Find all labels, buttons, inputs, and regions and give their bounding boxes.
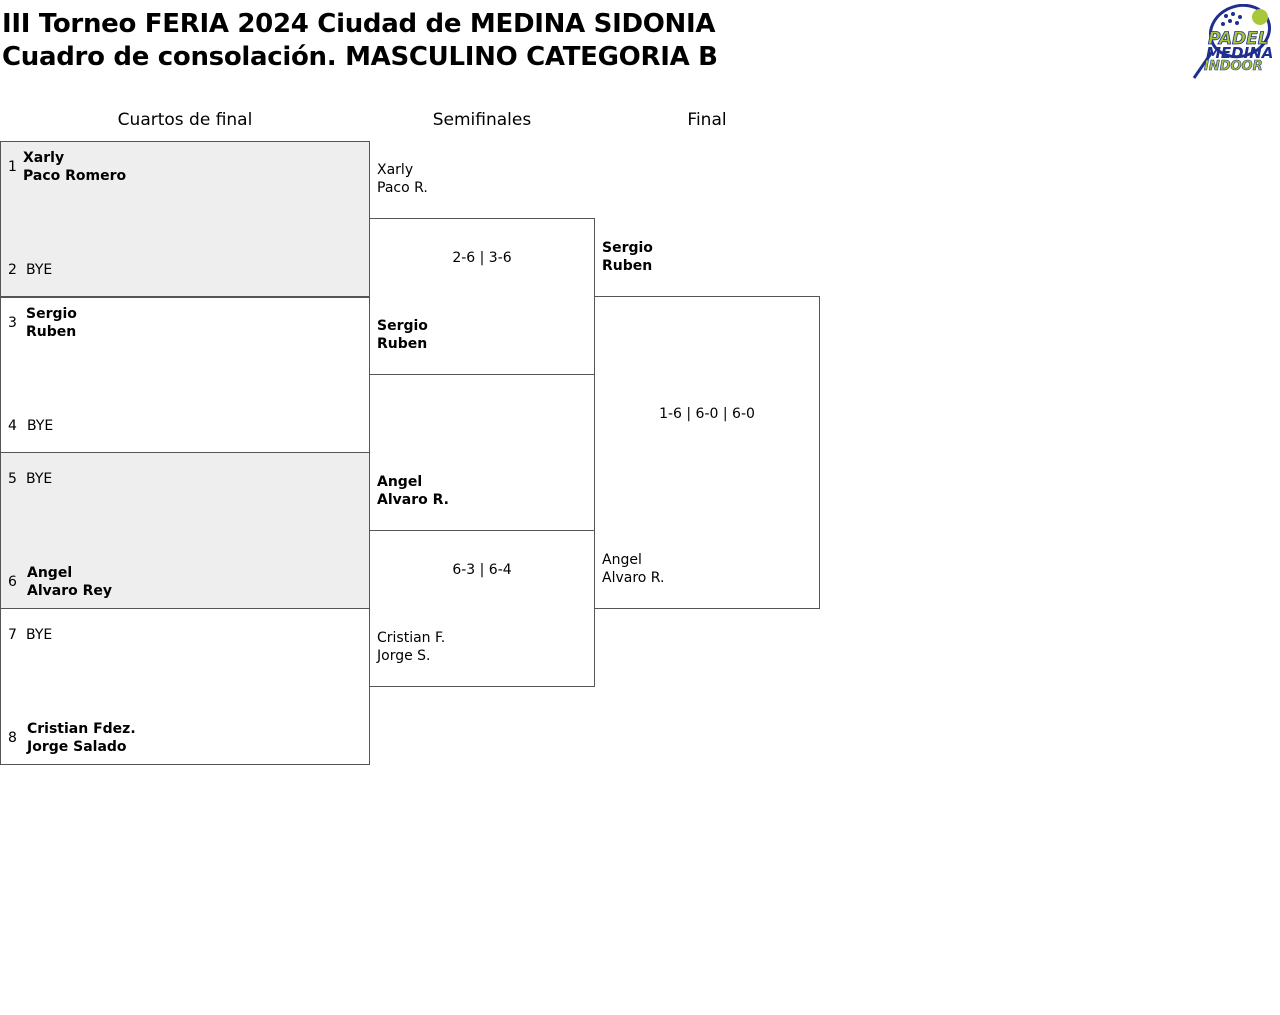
player-name: Alvaro Rey <box>27 583 113 599</box>
sf-score-2: 6-3 | 6-4 <box>452 562 512 578</box>
logo-text-medina: MEDINA <box>1206 44 1273 62</box>
final-player-name: Ruben <box>602 258 653 274</box>
bye-label: BYE <box>26 627 53 643</box>
sf-player-name: Ruben <box>377 336 428 352</box>
final-score: 1-6 | 6-0 | 6-0 <box>659 406 755 422</box>
qf-match-1 <box>0 141 370 298</box>
seed-number: 1 <box>8 159 17 175</box>
padel-medina-indoor-logo: PADEL MEDINA INDOOR <box>1190 3 1278 82</box>
bye-label: BYE <box>26 471 53 487</box>
sf-player-name: Sergio <box>377 318 428 334</box>
player-name: Jorge Salado <box>27 739 127 755</box>
player-name: Ruben <box>26 324 77 340</box>
sf-player-name: Angel <box>377 474 423 490</box>
seed-number: 8 <box>8 730 17 746</box>
final-player-name: Alvaro R. <box>602 570 665 586</box>
player-name: Angel <box>27 565 73 581</box>
round-header-final: Final <box>687 110 727 130</box>
player-name: Xarly <box>23 150 65 166</box>
sf-player-name: Xarly <box>377 162 414 178</box>
player-name: Sergio <box>26 306 77 322</box>
player-name: Cristian Fdez. <box>27 721 136 737</box>
final-match <box>594 296 820 609</box>
sf-player-name: Jorge S. <box>377 648 431 664</box>
round-header-quarterfinals: Cuartos de final <box>117 110 253 130</box>
player-name: Paco Romero <box>23 168 127 184</box>
seed-number: 2 <box>8 262 17 278</box>
seed-number: 4 <box>8 418 17 434</box>
tournament-title: III Torneo FERIA 2024 Ciudad de MEDINA S… <box>2 9 716 39</box>
final-player-name: Angel <box>602 552 642 568</box>
final-player-name: Sergio <box>602 240 653 256</box>
round-header-semifinals: Semifinales <box>432 110 532 130</box>
seed-number: 3 <box>8 315 17 331</box>
sf-player-name: Alvaro R. <box>377 492 449 508</box>
sf-score-1: 2-6 | 3-6 <box>452 250 512 266</box>
sf-player-name: Cristian F. <box>377 630 446 646</box>
seed-number: 7 <box>8 627 17 643</box>
bye-label: BYE <box>27 418 54 434</box>
logo-text-indoor: INDOOR <box>1204 59 1263 74</box>
logo-text-padel: PADEL <box>1208 29 1269 49</box>
sf-player-name: Paco R. <box>377 180 428 196</box>
draw-subtitle: Cuadro de consolación. MASCULINO CATEGOR… <box>2 42 718 72</box>
bye-label: BYE <box>26 262 53 278</box>
qf-match-3 <box>0 452 370 609</box>
seed-number: 5 <box>8 471 17 487</box>
seed-number: 6 <box>8 574 17 590</box>
